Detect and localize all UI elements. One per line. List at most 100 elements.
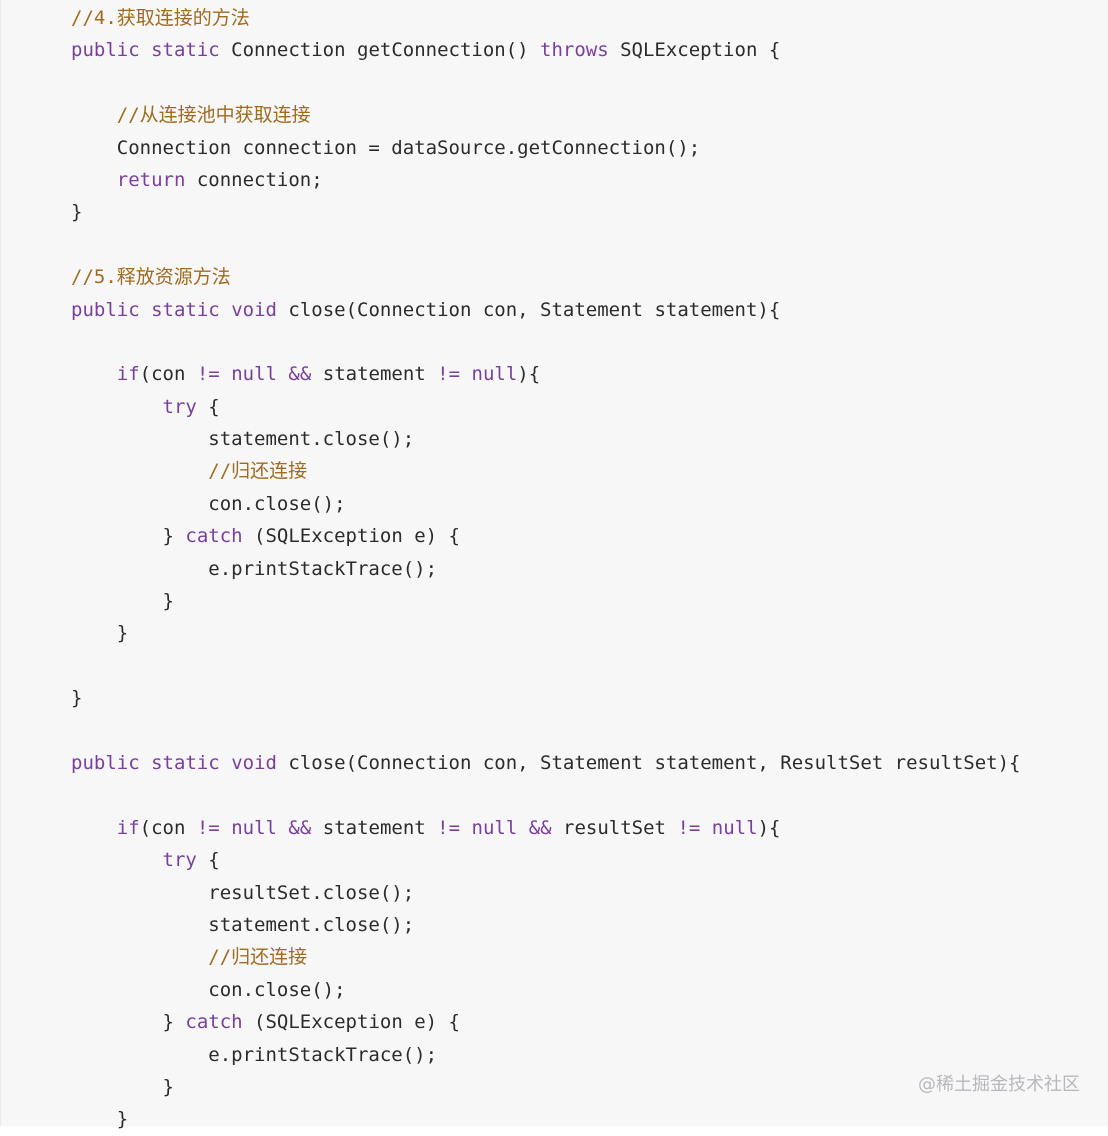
code-indent — [71, 137, 117, 159]
code-keyword: catch — [185, 1011, 243, 1034]
code-indent — [71, 169, 117, 191]
code-indent — [71, 525, 163, 547]
code-text — [220, 363, 231, 385]
code-text — [277, 817, 288, 839]
code-keyword: public — [71, 39, 140, 62]
code-line: } — [71, 1071, 1021, 1103]
code-comment: //从连接池中获取连接 — [116, 104, 311, 127]
code-text: statement.close(); — [208, 913, 415, 936]
code-keyword: != — [437, 363, 461, 386]
code-text: connection; — [185, 168, 323, 191]
code-keyword: static — [151, 39, 220, 62]
code-text — [460, 363, 471, 385]
code-keyword: null — [231, 816, 277, 839]
code-text: e.printStackTrace(); — [208, 557, 438, 580]
code-text — [700, 817, 711, 839]
code-text: (con — [139, 363, 197, 386]
code-line: Connection connection = dataSource.getCo… — [71, 132, 1021, 164]
code-line: resultSet.close(); — [71, 877, 1021, 909]
code-line: } — [71, 196, 1021, 228]
code-indent — [71, 946, 208, 968]
code-text: resultSet.close(); — [208, 881, 415, 904]
code-line: try { — [71, 391, 1021, 423]
code-text: } — [162, 1075, 174, 1098]
code-keyword: static — [151, 298, 220, 321]
code-indent — [71, 1011, 163, 1033]
code-line: public static void close(Connection con,… — [71, 294, 1021, 326]
code-text: { — [196, 849, 220, 872]
code-comment: //5.释放资源方法 — [71, 266, 231, 289]
code-line: con.close(); — [71, 488, 1021, 520]
code-line: } catch (SQLException e) { — [71, 520, 1021, 552]
code-indent — [71, 428, 208, 450]
code-indent — [71, 849, 163, 871]
code-text: } — [116, 622, 129, 645]
code-indent — [71, 1044, 208, 1066]
code-line: public static void close(Connection con,… — [71, 747, 1021, 779]
code-line — [71, 229, 1021, 261]
code-keyword: != — [196, 816, 220, 839]
code-keyword: throws — [540, 39, 609, 62]
code-indent — [71, 104, 117, 126]
code-keyword: public — [71, 751, 140, 774]
code-line: public static Connection getConnection()… — [71, 34, 1021, 66]
code-indent — [71, 493, 208, 515]
code-text: statement — [311, 816, 438, 839]
code-indent — [71, 558, 208, 580]
code-keyword: if — [116, 363, 140, 386]
code-text: statement.close(); — [208, 428, 415, 451]
code-line: //4.获取连接的方法 — [71, 2, 1021, 34]
code-text: (SQLException e) { — [242, 525, 460, 548]
code-keyword: return — [116, 168, 186, 191]
code-text: close(Connection con, Statement statemen… — [276, 298, 781, 321]
code-keyword: static — [151, 751, 220, 774]
code-text: (con — [139, 816, 197, 839]
code-text — [277, 363, 288, 385]
code-comment: //归还连接 — [208, 460, 308, 483]
code-keyword: != — [437, 816, 461, 839]
code-line — [71, 326, 1021, 358]
code-text — [517, 817, 528, 839]
code-text — [220, 299, 231, 321]
code-text — [140, 39, 151, 61]
code-text — [140, 752, 151, 774]
code-line — [71, 779, 1021, 811]
code-indent — [71, 817, 117, 839]
code-keyword: public — [71, 298, 140, 321]
code-text — [220, 817, 231, 839]
code-keyword: != — [196, 363, 220, 386]
code-indent — [71, 979, 208, 1001]
code-keyword: && — [288, 363, 312, 386]
code-text: e.printStackTrace(); — [208, 1043, 438, 1066]
code-line: } — [71, 682, 1021, 714]
code-text: resultSet — [551, 816, 678, 839]
code-line: statement.close(); — [71, 909, 1021, 941]
code-line: } — [71, 617, 1021, 649]
code-keyword: try — [162, 395, 197, 418]
code-indent — [71, 460, 208, 482]
code-indent — [71, 882, 208, 904]
code-text — [460, 817, 471, 839]
code-line: } — [71, 1103, 1021, 1135]
code-line — [71, 715, 1021, 747]
watermark-text: @稀土掘金技术社区 — [918, 1074, 1080, 1095]
code-text: } — [71, 687, 83, 710]
code-keyword: && — [528, 816, 552, 839]
code-keyword: try — [162, 849, 197, 872]
code-line: if(con != null && statement != null && r… — [71, 812, 1021, 844]
code-text: Connection getConnection() — [219, 39, 541, 62]
code-keyword: && — [288, 816, 312, 839]
code-indent — [71, 1108, 117, 1130]
code-text: } — [162, 1011, 186, 1034]
code-text: ){ — [517, 363, 541, 386]
code-keyword: null — [471, 816, 518, 839]
code-line: e.printStackTrace(); — [71, 553, 1021, 585]
code-line: con.close(); — [71, 974, 1021, 1006]
code-text: con.close(); — [208, 978, 346, 1001]
code-indent — [71, 396, 163, 418]
code-text: con.close(); — [208, 492, 346, 515]
code-keyword: != — [677, 816, 701, 839]
code-line: //从连接池中获取连接 — [71, 99, 1021, 131]
code-text: { — [196, 395, 220, 418]
